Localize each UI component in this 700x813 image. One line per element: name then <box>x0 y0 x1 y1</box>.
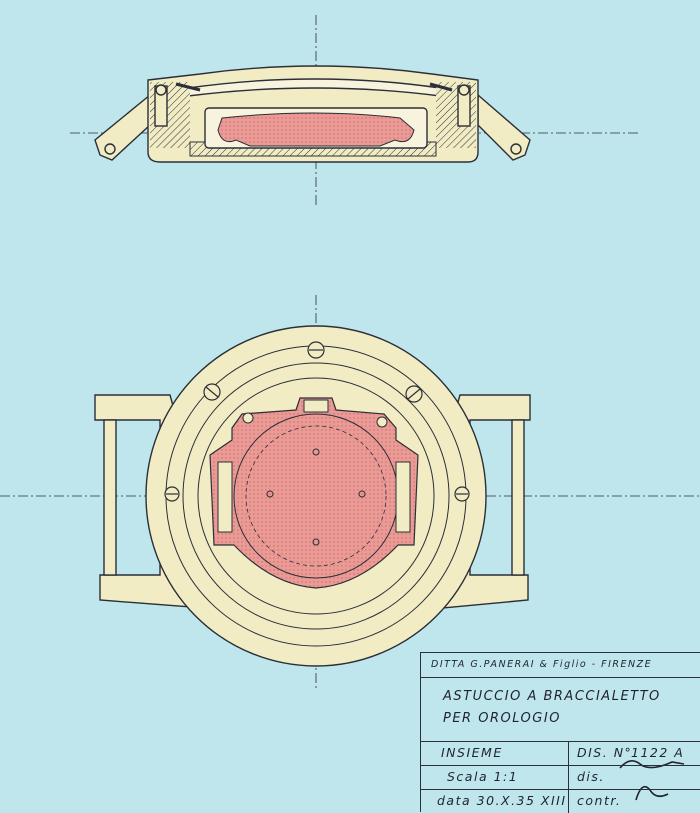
tb-date-row: data 30.X.35 XIII contr. <box>421 789 700 813</box>
checked-by-signature <box>635 785 669 801</box>
subject-line-1: ASTUCCIO A BRACCIALETTO <box>443 689 661 704</box>
drawing-number: 1122 A <box>631 745 685 760</box>
crown <box>303 399 329 413</box>
movement-section <box>217 112 415 147</box>
tb-assembly-row: INSIEME DIS. N° 1122 A <box>421 741 700 766</box>
front-view <box>94 325 531 667</box>
tb-scale-row: Scala 1:1 dis. <box>421 765 700 790</box>
drawing-date: data 30.X.35 XIII <box>437 793 567 808</box>
left-lug-pin <box>104 143 116 155</box>
title-block: DITTA G.PANERAI & Figlio - FIRENZE ASTUC… <box>420 652 700 813</box>
right-lug <box>477 93 531 161</box>
right-spring-bar <box>511 419 525 576</box>
drawing-no-label: DIS. N° <box>577 745 633 760</box>
left-spring-bar <box>103 419 117 576</box>
left-lug <box>94 93 151 161</box>
scale: Scala 1:1 <box>447 769 519 784</box>
bezel-screws <box>164 341 470 502</box>
bezel-inner-3 <box>197 377 435 615</box>
right-lug-pin <box>510 143 522 155</box>
assembly-label: INSIEME <box>441 745 503 760</box>
tb-firm-row: DITTA G.PANERAI & Figlio - FIRENZE <box>421 653 700 678</box>
checked-by-label: contr. <box>577 793 622 808</box>
side-section-view <box>94 65 531 163</box>
drawn-by-label: dis. <box>577 769 605 784</box>
firm-name: DITTA G.PANERAI & Figlio - FIRENZE <box>431 659 653 670</box>
tb-subject-row: ASTUCCIO A BRACCIALETTO PER OROLOGIO <box>421 677 700 742</box>
subject-line-2: PER OROLOGIO <box>443 711 561 726</box>
